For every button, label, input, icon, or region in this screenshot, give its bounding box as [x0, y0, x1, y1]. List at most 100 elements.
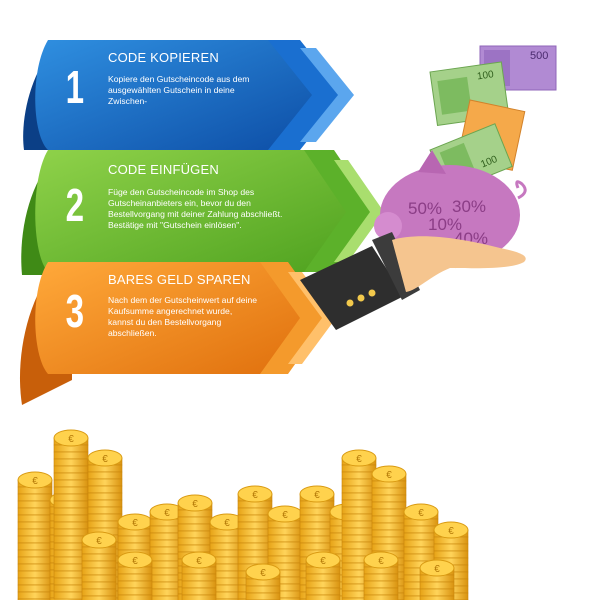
euro-symbol-icon: € — [196, 556, 202, 567]
coin — [403, 539, 439, 548]
coin — [81, 560, 117, 569]
coin-stack: € — [181, 551, 217, 600]
coin — [371, 487, 407, 496]
coin-top — [341, 449, 377, 467]
coin — [267, 534, 303, 543]
step-2-chevron — [304, 150, 376, 272]
step-3-title: BARES GELD SPAREN — [108, 272, 251, 287]
coin — [17, 507, 53, 516]
coin — [53, 451, 89, 460]
coin — [17, 493, 53, 502]
coin-stack: € — [17, 471, 53, 600]
coin — [87, 478, 123, 487]
coin — [181, 594, 217, 600]
coin-top — [237, 485, 273, 503]
coin-top — [371, 465, 407, 483]
coin — [53, 493, 89, 502]
coin — [181, 573, 217, 582]
coin — [117, 573, 153, 582]
coin — [403, 525, 439, 534]
coin — [299, 521, 335, 530]
coin — [177, 516, 213, 525]
coin — [53, 472, 89, 481]
coin — [305, 594, 341, 600]
coin — [117, 542, 153, 551]
step-1-ribbon — [23, 40, 354, 150]
coin — [237, 521, 273, 530]
coin — [305, 573, 341, 582]
sleeve — [300, 246, 404, 330]
coin — [53, 500, 89, 509]
euro-symbol-icon: € — [448, 526, 454, 537]
step-2-banner — [35, 150, 349, 272]
coin — [17, 570, 53, 579]
coin-stack: € — [117, 551, 153, 600]
coin — [177, 544, 213, 553]
step-3-banner — [35, 262, 303, 374]
euro-symbol-icon: € — [132, 518, 138, 529]
coin-top — [17, 471, 53, 489]
euro-symbol-icon: € — [314, 490, 320, 501]
coin — [181, 587, 217, 596]
coin — [17, 591, 53, 600]
coin — [267, 597, 303, 600]
step-2-chevron-outer — [334, 160, 384, 262]
coin — [341, 478, 377, 487]
step-1-text: CODE KOPIEREN Kopiere den Gutscheincode … — [108, 50, 258, 107]
coin — [237, 507, 273, 516]
step-3-text: BARES GELD SPAREN Nach dem der Gutschein… — [108, 272, 258, 339]
coin-stack: € — [149, 503, 185, 600]
coin — [341, 513, 377, 522]
coin — [17, 521, 53, 530]
coin — [363, 580, 399, 589]
coin — [53, 528, 89, 537]
coin — [81, 553, 117, 562]
coin — [341, 541, 377, 550]
coin-top — [419, 559, 455, 577]
coin — [17, 549, 53, 558]
coin — [299, 514, 335, 523]
step-1-chevron-outer — [300, 48, 354, 142]
coin-top — [433, 521, 469, 539]
hand-illustration — [300, 232, 526, 330]
coin-stack: € — [341, 449, 377, 600]
coin — [81, 581, 117, 590]
coin-top — [245, 563, 281, 581]
coin — [237, 542, 273, 551]
euro-symbol-icon: € — [252, 490, 258, 501]
coin — [363, 573, 399, 582]
euro-symbol-icon: € — [320, 556, 326, 567]
coin-stack: € — [245, 563, 281, 600]
step-1-number: 1 — [65, 61, 85, 113]
coin — [305, 580, 341, 589]
piggy-label-3: 10% — [428, 215, 462, 234]
coin — [17, 528, 53, 537]
coin — [245, 592, 281, 600]
coin — [341, 506, 377, 515]
coin — [419, 581, 455, 590]
coin — [371, 536, 407, 545]
piggy-label-2: 30% — [452, 197, 486, 216]
step-3-number: 3 — [65, 285, 85, 337]
coin-top — [363, 551, 399, 569]
coin — [299, 507, 335, 516]
coin-top — [177, 494, 213, 512]
coin — [341, 492, 377, 501]
coin — [87, 485, 123, 494]
coin — [267, 541, 303, 550]
step-3-chevron — [260, 262, 328, 374]
coin — [81, 588, 117, 597]
coin — [53, 486, 89, 495]
coin — [267, 555, 303, 564]
coin — [87, 520, 123, 529]
coin — [53, 479, 89, 488]
coin — [117, 587, 153, 596]
coin — [341, 499, 377, 508]
euro-symbol-icon: € — [378, 556, 384, 567]
coin — [419, 588, 455, 597]
coin — [17, 563, 53, 572]
coin — [87, 492, 123, 501]
coin-stack: € — [81, 531, 117, 600]
coin — [17, 542, 53, 551]
